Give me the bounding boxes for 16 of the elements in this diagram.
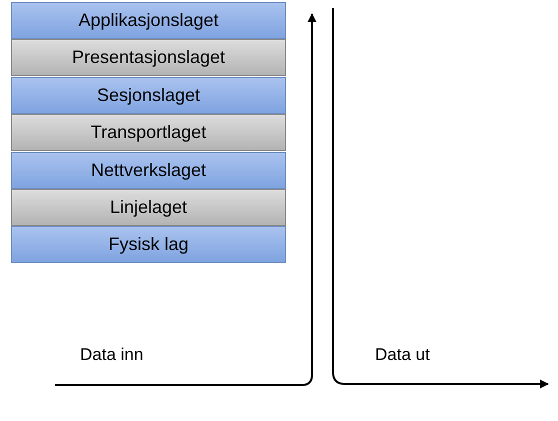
layer-box xyxy=(11,2,286,39)
layer-name: Sesjonslaget xyxy=(96,84,200,106)
flow-label: Data ut xyxy=(375,345,430,365)
layer-name: Transportlaget xyxy=(90,122,206,144)
layer-name: Linjelaget xyxy=(110,197,188,218)
layer-name: Presentasjonslaget xyxy=(72,47,226,68)
layer-box xyxy=(11,39,286,76)
layer-name: Nettverkslaget xyxy=(90,160,206,181)
flow-label: Data inn xyxy=(80,345,144,365)
layer-box xyxy=(11,189,286,226)
layer-name: Applikasjonslaget xyxy=(78,10,219,31)
layer-box xyxy=(11,114,286,152)
layer-box xyxy=(11,226,286,264)
layer-name: Fysisk lag xyxy=(108,234,188,256)
layer-box xyxy=(11,76,286,114)
layer-box xyxy=(11,152,286,189)
